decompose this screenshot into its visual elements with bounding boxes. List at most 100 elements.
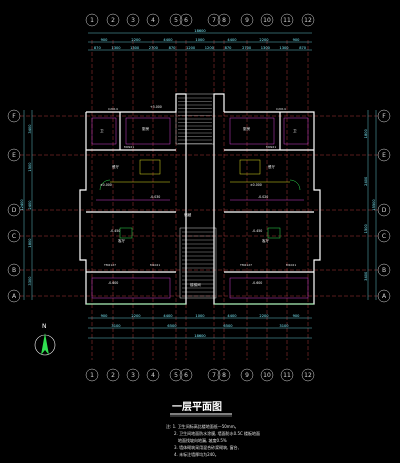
dimension-text: 2700 bbox=[242, 46, 252, 50]
dimension-text: 15500 bbox=[372, 199, 376, 211]
dimension-text: 1500 bbox=[364, 223, 368, 233]
axis-bubble-label: 11 bbox=[283, 372, 291, 379]
axis-bubble-label: 5 bbox=[174, 17, 178, 24]
dimension-text: 1000 bbox=[195, 38, 205, 42]
axis-bubble bbox=[280, 368, 294, 382]
axis-bubble-label: 1 bbox=[90, 372, 94, 379]
door-tag: M1021 bbox=[286, 263, 296, 267]
elevation-marks: +3.000 ±0.000 ±0.000 -0.030 -0.020 -0.45… bbox=[100, 105, 268, 285]
dimension-text: 4400 bbox=[163, 314, 173, 318]
room-label-storage: 储藏 bbox=[184, 212, 192, 217]
north-arrow: N bbox=[34, 323, 56, 356]
axis-bubble-label: 9 bbox=[245, 17, 249, 24]
dimension-text: 4400 bbox=[227, 38, 237, 42]
dimension-text: 1500 bbox=[28, 162, 32, 172]
dimension-text: 18600 bbox=[194, 29, 206, 33]
axis-bubble-label: 4 bbox=[151, 17, 155, 24]
window-tag: TM2127 bbox=[103, 263, 116, 267]
dimension-text: 2400 bbox=[28, 200, 32, 210]
door-tag: M1021 bbox=[150, 263, 160, 267]
axis-bubble-label: 6 bbox=[184, 372, 188, 379]
dimension-text: 2200 bbox=[259, 38, 269, 42]
axis-bubble bbox=[260, 368, 274, 382]
axis-bubble bbox=[169, 368, 183, 382]
axis-bubble bbox=[280, 13, 294, 27]
dimension-text: 900 bbox=[293, 38, 301, 42]
room-label-kitchen-right: 厨房 bbox=[243, 126, 251, 131]
axis-bubble-label: 10 bbox=[263, 372, 271, 379]
axis-grid-lines bbox=[20, 40, 380, 360]
axis-bubble bbox=[240, 13, 254, 27]
dimension-text: 1800 bbox=[28, 238, 32, 248]
elevation-mark: ±0.000 bbox=[250, 183, 262, 187]
dimension-text: 18600 bbox=[194, 334, 206, 338]
axis-bubble bbox=[106, 368, 120, 382]
axis-bubble-label: D bbox=[382, 207, 387, 214]
dimension-text: 3300 bbox=[28, 276, 32, 286]
north-label: N bbox=[42, 323, 47, 330]
axis-bubble bbox=[85, 368, 99, 382]
dimension-text: 1300 bbox=[261, 46, 271, 50]
stair bbox=[175, 93, 217, 299]
note-line: 地面找坡向地漏, 坡度0.5% bbox=[178, 437, 227, 443]
note-line: 2. 卫生间地面防水涂膜, 墙面防水0.5C 楼板地面 bbox=[174, 430, 260, 436]
dimension-text: 870 bbox=[94, 46, 102, 50]
axis-bubble-label: 5 bbox=[174, 372, 178, 379]
magenta-details bbox=[91, 117, 309, 299]
axis-bubble-label: 3 bbox=[131, 17, 135, 24]
axis-bubble-label: E bbox=[12, 152, 16, 159]
room-label-bath-right: 卫 bbox=[293, 129, 297, 133]
axis-bubble-label: 10 bbox=[263, 17, 271, 24]
axis-bubble bbox=[85, 13, 99, 27]
axis-bubble bbox=[179, 13, 193, 27]
elevation-mark: -0.600 bbox=[252, 281, 262, 285]
dimension-text: 2200 bbox=[131, 38, 141, 42]
room-label-stair: 楼梯间 bbox=[190, 282, 201, 287]
axis-bubble-label: 6 bbox=[184, 17, 188, 24]
window-tag: C2014 bbox=[276, 107, 286, 111]
elevation-mark: -0.450 bbox=[252, 229, 262, 233]
axis-bubble bbox=[301, 13, 315, 27]
dimension-text: 3100 bbox=[111, 324, 121, 328]
note-line: 4. 未标注墙厚均为240。 bbox=[174, 451, 219, 457]
dimension-text: 12400 bbox=[20, 199, 24, 211]
axis-bubble bbox=[126, 13, 140, 27]
axis-bubble-label: 1 bbox=[90, 17, 94, 24]
dimension-text: 4400 bbox=[227, 314, 237, 318]
yellow-details bbox=[110, 159, 290, 183]
elevation-mark: -0.030 bbox=[150, 195, 160, 199]
dimension-text: 900 bbox=[101, 314, 109, 318]
elevation-mark: -0.600 bbox=[108, 281, 118, 285]
dimension-text: 4400 bbox=[163, 38, 173, 42]
axis-bubble-label: F bbox=[12, 113, 16, 120]
dimension-text: 3100 bbox=[279, 324, 289, 328]
axis-bubble-label: C bbox=[382, 233, 386, 240]
dimension-text: 870 bbox=[299, 46, 307, 50]
axis-bubble-label: 8 bbox=[222, 372, 226, 379]
drawing-title: 一层平面图 bbox=[172, 401, 222, 413]
door-tag: M0921 bbox=[124, 145, 134, 149]
dimension-text: 1300 bbox=[111, 46, 121, 50]
axis-bubble bbox=[106, 13, 120, 27]
elevation-mark: +3.000 bbox=[150, 105, 162, 109]
axis-bubble-label: 9 bbox=[245, 372, 249, 379]
axis-bubble bbox=[146, 368, 160, 382]
axis-bubble bbox=[301, 368, 315, 382]
dimension-text: 1300 bbox=[130, 46, 140, 50]
axis-bubble-label: 8 bbox=[222, 17, 226, 24]
room-label-bath-left: 卫 bbox=[100, 129, 104, 133]
axis-bubble-label: 12 bbox=[304, 372, 312, 379]
elevation-mark: ±0.000 bbox=[100, 183, 112, 187]
axis-bubble bbox=[217, 13, 231, 27]
room-label-dining-right: 餐厅 bbox=[268, 164, 276, 169]
axis-bubble-label: 2 bbox=[111, 17, 115, 24]
axis-bubble-label: 7 bbox=[212, 17, 216, 24]
dimension-text: 1800 bbox=[364, 128, 368, 138]
window-tag: TM2127 bbox=[239, 263, 252, 267]
axis-bubble-label: E bbox=[382, 152, 386, 159]
axis-bubble bbox=[126, 368, 140, 382]
axis-bubble-label: A bbox=[12, 293, 17, 300]
axis-bubble-label: B bbox=[382, 267, 386, 274]
